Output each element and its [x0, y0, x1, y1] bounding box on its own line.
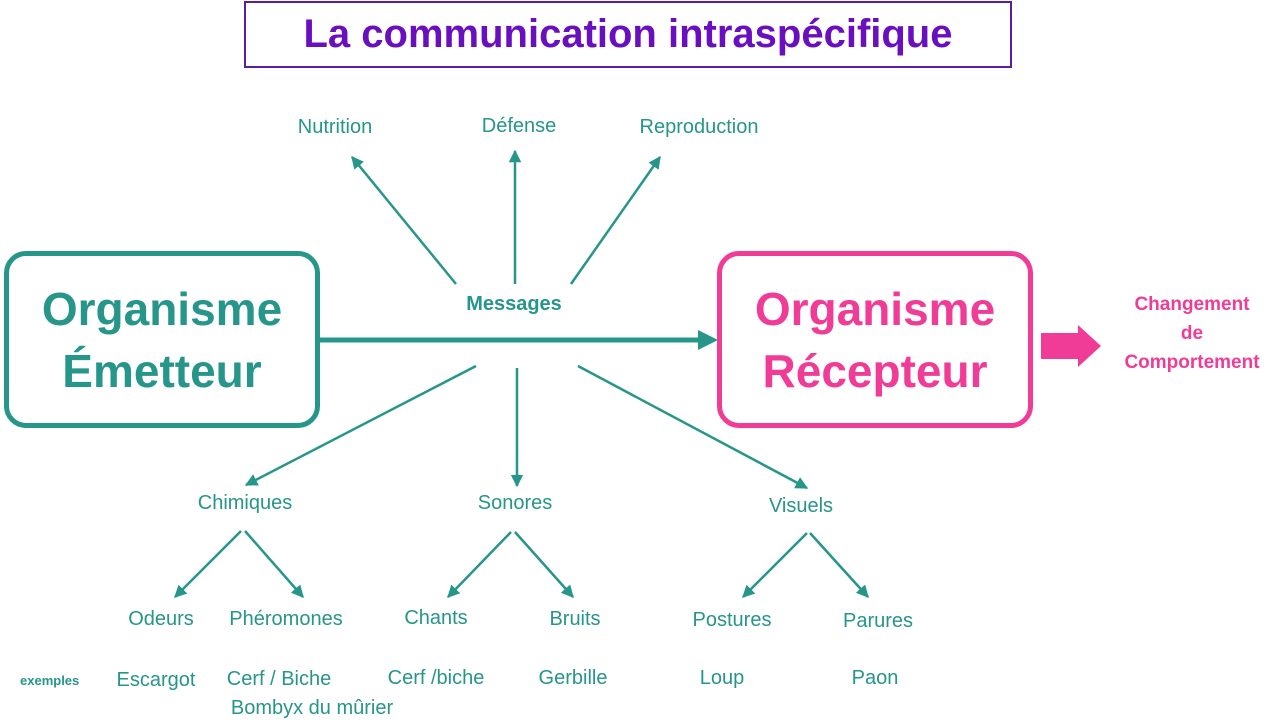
subcategory-chants: Chants	[404, 607, 468, 629]
receiver-line1: Organisme	[754, 282, 996, 335]
arrow-to-parures	[809, 532, 869, 598]
emitter-box: Organisme Émetteur	[4, 251, 320, 428]
category-sonores: Sonores	[477, 492, 553, 514]
arrow-to-chimiques	[244, 364, 477, 487]
arrow-to-bruits	[514, 531, 574, 598]
example-postures: Loup	[699, 667, 745, 689]
arrow-to-visuels	[577, 364, 809, 490]
subcategory-pheromones: Phéromones	[229, 608, 343, 630]
subcategory-postures: Postures	[692, 609, 772, 631]
example-parures: Paon	[851, 667, 899, 689]
arrow-to-chants	[447, 531, 512, 598]
example-pheromones-2: Bombyx du mûrier	[230, 697, 394, 719]
subcategory-bruits: Bruits	[549, 608, 601, 630]
arrow-to-nutrition	[351, 156, 457, 285]
arrow-to-pheromones	[244, 530, 304, 598]
result-line1: Changement	[1134, 294, 1250, 315]
example-chants: Cerf /biche	[387, 667, 485, 689]
example-pheromones-1: Cerf / Biche	[226, 668, 332, 690]
arrow-to-odeurs	[174, 530, 242, 598]
examples-label: exemples	[20, 673, 80, 688]
receiver-line2: Récepteur	[762, 344, 988, 397]
result-line2: de	[1180, 323, 1204, 344]
category-visuels: Visuels	[768, 495, 834, 517]
title-box: La communication intraspécifique	[244, 1, 1012, 68]
emitter-line2: Émetteur	[62, 344, 262, 397]
behavior-change-text: Changement de Comportement	[1124, 290, 1259, 377]
function-reproduction: Reproduction	[639, 116, 759, 138]
result-line3: Comportement	[1124, 352, 1260, 373]
main-arrow-head	[698, 330, 718, 350]
example-odeurs: Escargot	[116, 669, 196, 691]
result-arrow	[1041, 325, 1101, 367]
receiver-box: Organisme Récepteur	[717, 251, 1033, 428]
subcategory-parures: Parures	[842, 610, 914, 632]
function-defense: Défense	[481, 115, 557, 137]
example-bruits: Gerbille	[538, 667, 608, 689]
arrow-to-postures	[742, 532, 808, 598]
subcategory-odeurs: Odeurs	[128, 608, 194, 630]
diagram-title: La communication intraspécifique	[303, 12, 953, 56]
category-chimiques: Chimiques	[197, 492, 293, 514]
function-nutrition: Nutrition	[297, 116, 373, 138]
emitter-line1: Organisme	[41, 282, 283, 335]
messages-label: Messages	[466, 293, 562, 315]
arrow-to-reproduction	[569, 155, 662, 285]
